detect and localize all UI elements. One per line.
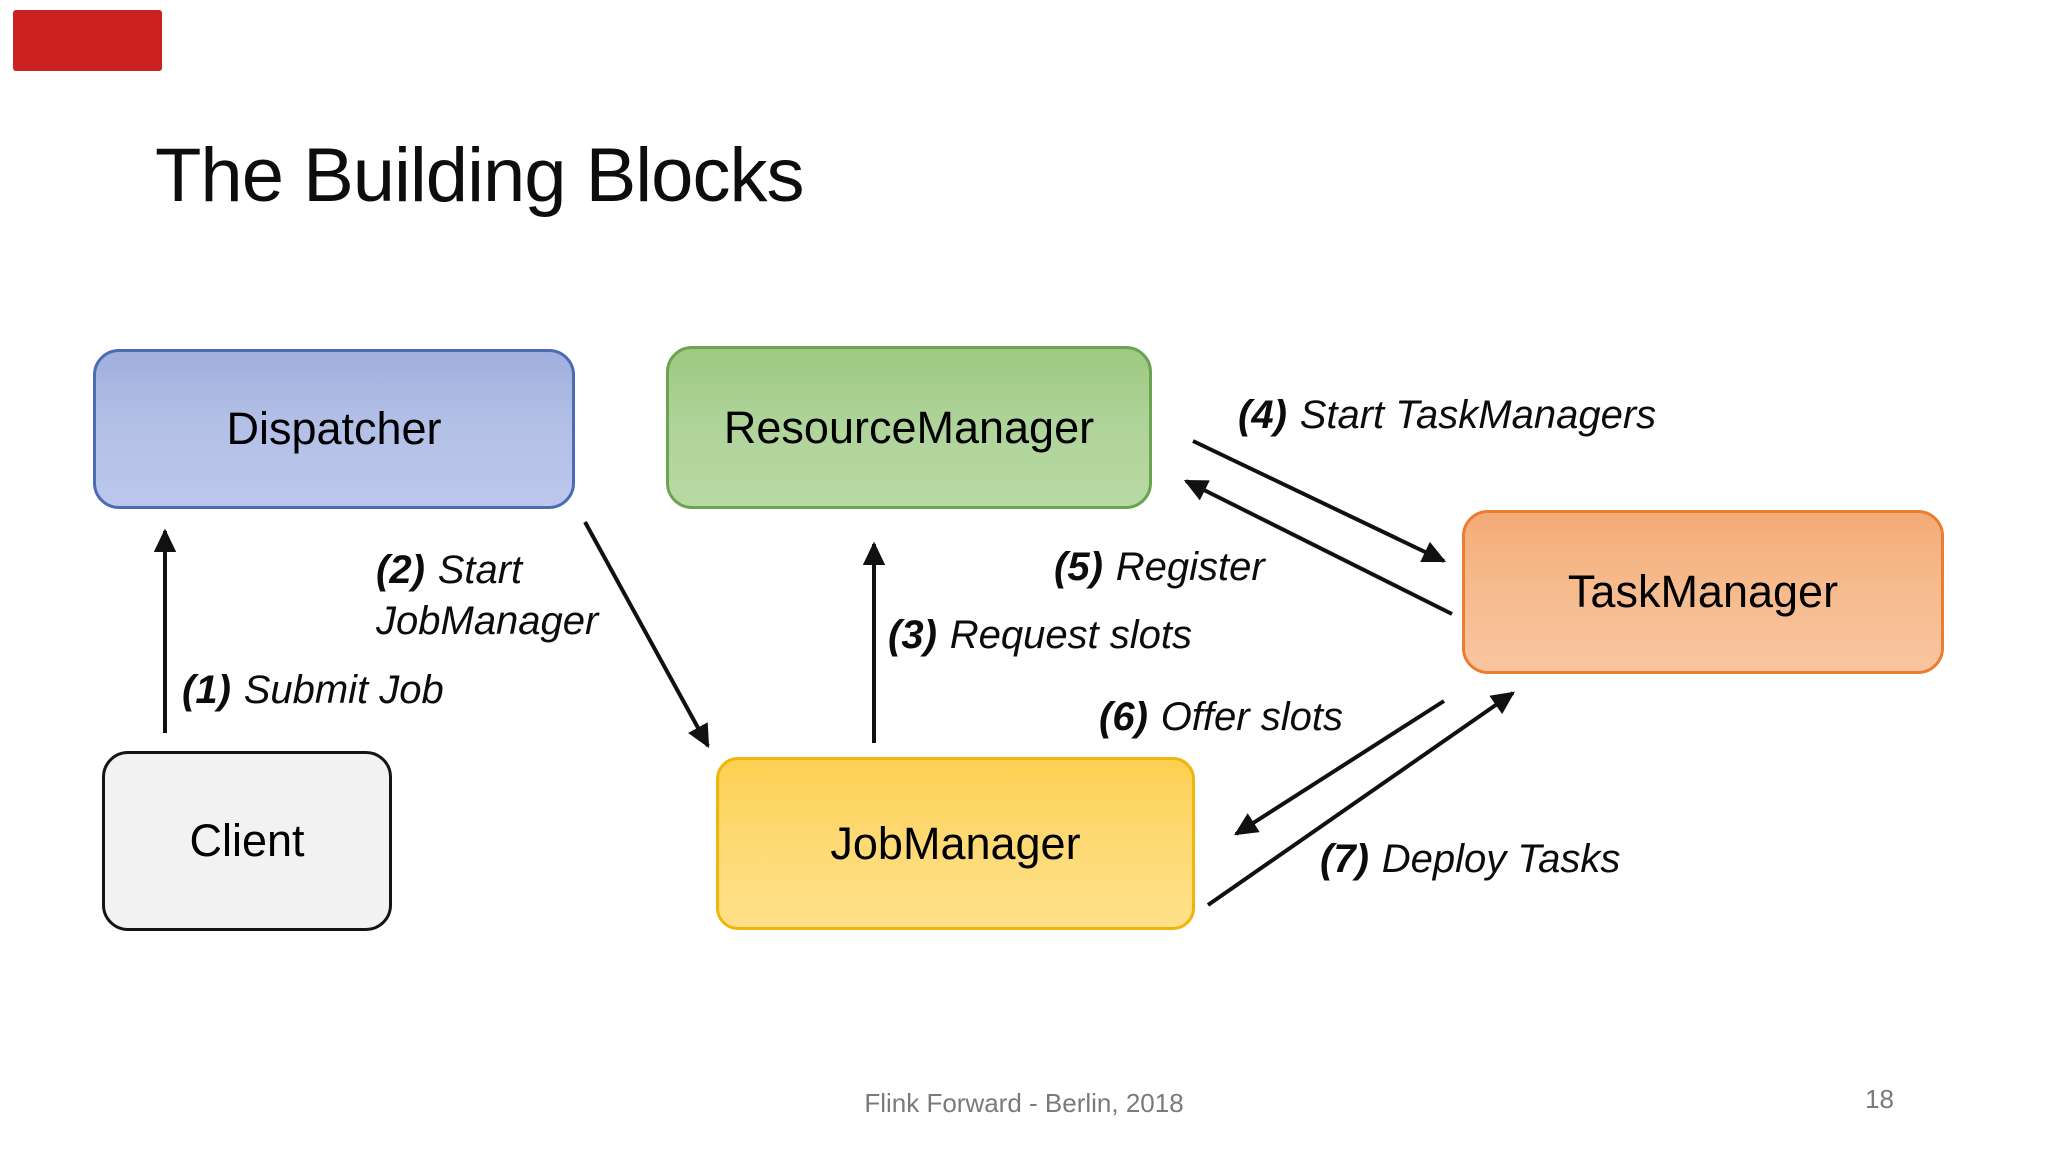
edge-label-start-taskmanagers: (4) Start TaskManagers (1238, 390, 1656, 441)
red-accent-bar (13, 10, 162, 71)
edge-2-number: (2) (376, 548, 425, 592)
edge-label-submit-job: (1) Submit Job (182, 665, 444, 716)
edge-4-text: Start TaskManagers (1299, 393, 1657, 437)
edge-6-text: Offer slots (1160, 695, 1343, 739)
node-dispatcher-label: Dispatcher (226, 403, 442, 454)
edge-2-text: Start JobManager (376, 548, 599, 644)
node-task-manager: TaskManager (1462, 510, 1944, 674)
node-resource-manager-label: ResourceManager (723, 401, 1095, 453)
edge-3-number: (3) (888, 613, 937, 657)
edge-1-text: Submit Job (243, 668, 444, 712)
node-client-label: Client (189, 815, 305, 866)
arrow-2-start-jobmanager (583, 521, 710, 749)
page-title: The Building Blocks (155, 133, 804, 218)
edge-label-offer-slots: (6) Offer slots (1099, 692, 1343, 743)
node-resource-manager: ResourceManager (666, 346, 1152, 509)
edge-7-number: (7) (1320, 837, 1369, 881)
arrow-4-start-taskmanagers (1192, 439, 1447, 563)
edge-label-register: (5) Register (1054, 542, 1265, 593)
edge-5-text: Register (1115, 545, 1265, 589)
arrow-7-deploy-tasks (1206, 691, 1515, 907)
edge-6-number: (6) (1099, 695, 1148, 739)
node-job-manager-label: JobManager (830, 817, 1081, 869)
edge-label-start-jobmanager: (2)Start JobManager (376, 545, 598, 647)
edge-5-number: (5) (1054, 545, 1103, 589)
arrow-6-offer-slots (1234, 699, 1446, 836)
footer-text: Flink Forward - Berlin, 2018 (864, 1088, 1184, 1118)
edge-4-number: (4) (1238, 393, 1287, 437)
node-task-manager-label: TaskManager (1567, 566, 1839, 617)
edge-label-request-slots: (3) Request slots (888, 610, 1192, 661)
edge-label-deploy-tasks: (7) Deploy Tasks (1320, 834, 1620, 885)
arrow-5-register (1183, 479, 1453, 616)
node-job-manager: JobManager (716, 757, 1195, 930)
edge-1-number: (1) (182, 668, 231, 712)
edge-7-text: Deploy Tasks (1381, 837, 1621, 881)
node-client: Client (102, 751, 392, 931)
page-number: 18 (1865, 1084, 1894, 1114)
edge-3-text: Request slots (949, 613, 1193, 657)
node-dispatcher: Dispatcher (93, 349, 575, 509)
